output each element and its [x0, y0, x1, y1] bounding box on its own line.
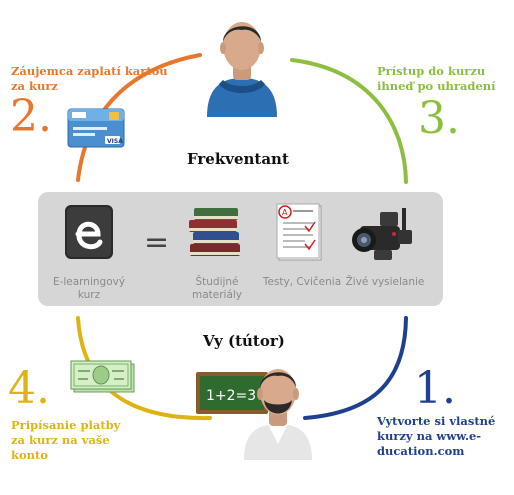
- arc-green: [290, 58, 408, 184]
- svg-text:A: A: [282, 208, 288, 217]
- role-tutor-label: Vy (tútor): [203, 332, 285, 350]
- panel-item-label: E-learningový kurz: [52, 276, 126, 301]
- step-2-text: Záujemca zaplatí kartou za kurz: [11, 64, 168, 93]
- step-1-number: 1.: [414, 363, 456, 414]
- books-icon: [189, 208, 240, 256]
- step-3-text: Prístup do kurzu ihneď po uhradení: [377, 64, 496, 93]
- tutor-avatar-icon: [244, 369, 312, 460]
- student-avatar-icon: [207, 22, 277, 117]
- video-camera-icon: [352, 208, 412, 260]
- panel-item-label: Testy, Cvičenia: [262, 276, 342, 288]
- panel-item-label: Živé vysielanie: [345, 276, 425, 288]
- chalkboard-icon: 1+2=3: [196, 372, 268, 414]
- step-4-text: Pripísanie platby za kurz na vaše konto: [11, 418, 121, 462]
- svg-text:VISA: VISA: [107, 138, 123, 145]
- step-4-number: 4.: [8, 363, 50, 414]
- role-student-label: Frekventant: [187, 150, 289, 168]
- test-sheet-icon: A: [276, 203, 322, 261]
- step-2-number: 2.: [10, 91, 52, 142]
- credit-card-icon: VISA: [67, 108, 125, 148]
- panel-item-label: Študijné materiály: [191, 276, 243, 301]
- elearning-e-icon: [65, 205, 113, 259]
- step-3-number: 3.: [418, 93, 460, 144]
- equals-sign: =: [144, 225, 170, 260]
- step-1-text: Vytvorte si vlastné kurzy na www.e-ducat…: [377, 414, 496, 458]
- arc-blue: [303, 316, 408, 420]
- chalkboard-text: 1+2=3: [206, 388, 256, 404]
- arc-orange: [76, 53, 202, 182]
- banknote-icon: [70, 360, 135, 393]
- course-components-panel: E-learningový kurz = Študijné materiály: [38, 192, 443, 306]
